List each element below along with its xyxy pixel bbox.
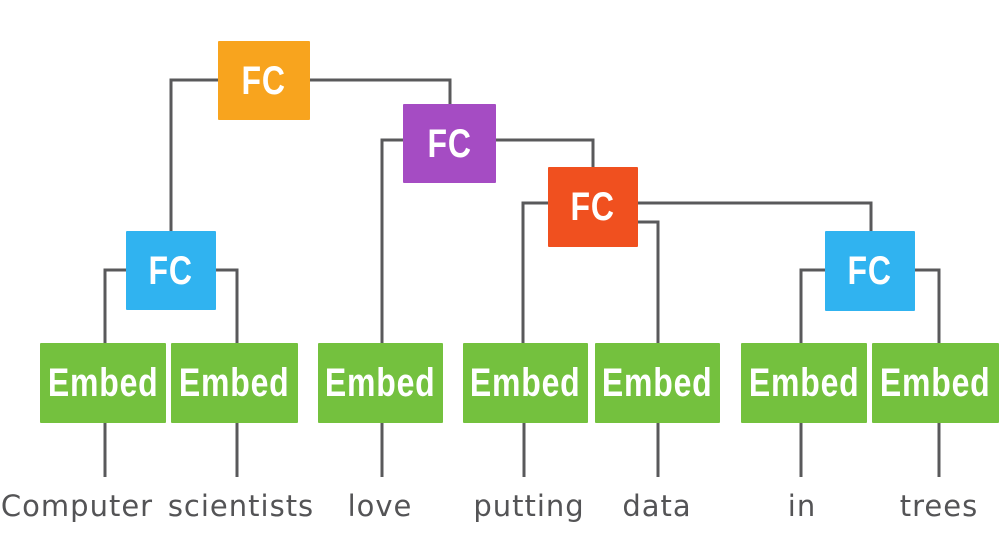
- fc-node-label: FC: [570, 185, 616, 229]
- fc-node-putting-data-phrase: FC: [548, 167, 638, 247]
- embed-node-data: Embed: [595, 343, 720, 423]
- embed-node-computer: Embed: [40, 343, 166, 423]
- embed-node-label: Embed: [602, 361, 713, 405]
- word-label-trees: trees: [899, 489, 979, 523]
- word-label-putting: putting: [473, 489, 585, 523]
- embed-node-label: Embed: [470, 361, 581, 405]
- embed-node-label: Embed: [325, 361, 436, 405]
- word-label-computer: Computer: [0, 489, 154, 523]
- embed-node-label: Embed: [880, 361, 991, 405]
- fc-node-root: FC: [218, 41, 310, 120]
- embed-node-label: Embed: [748, 361, 860, 405]
- embed-node-love: Embed: [318, 343, 443, 423]
- word-label-data: data: [622, 489, 692, 523]
- embed-node-trees: Embed: [872, 343, 999, 423]
- embed-node-putting: Embed: [463, 343, 588, 423]
- fc-node-love-phrase: FC: [403, 104, 496, 183]
- embed-node-label: Embed: [47, 361, 159, 405]
- fc-node-label: FC: [241, 58, 287, 103]
- embed-node-in: Embed: [741, 343, 867, 423]
- word-label-love: love: [347, 489, 413, 523]
- word-label-scientists: scientists: [167, 489, 315, 523]
- word-label-in: in: [787, 489, 817, 523]
- embed-node-scientists: Embed: [171, 343, 298, 423]
- fc-node-computer-scientists: FC: [126, 231, 216, 310]
- embed-node-label: Embed: [179, 361, 290, 405]
- fc-node-label: FC: [847, 249, 893, 293]
- fc-node-in-trees: FC: [825, 231, 915, 311]
- fc-node-label: FC: [427, 121, 472, 166]
- fc-node-label: FC: [148, 248, 194, 293]
